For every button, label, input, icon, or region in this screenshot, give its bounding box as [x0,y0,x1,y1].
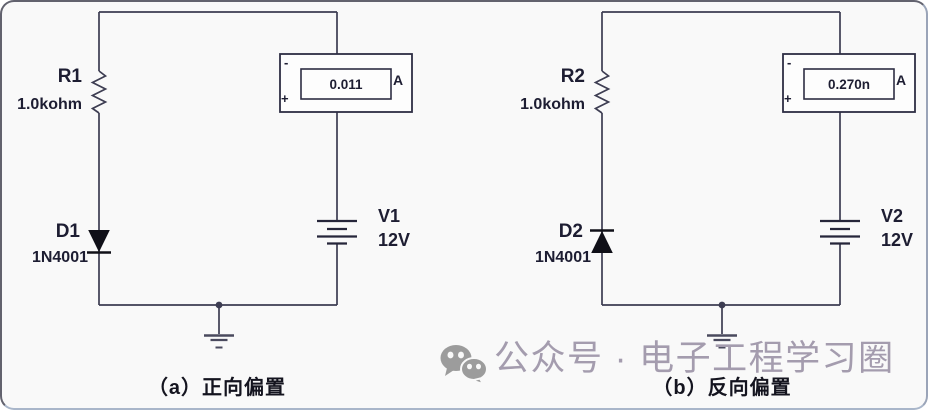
circuit-reverse-bias: R2 1.0kohm D2 1N4001 V2 12V 0.270n A - +… [505,2,926,408]
resistor-value-label: 1.0kohm [520,96,585,113]
ammeter-body [782,53,916,113]
battery-symbol [317,219,357,245]
ammeter-plus-terminal: + [784,91,792,106]
resistor-value-label: 1.0kohm [17,96,82,113]
ammeter-unit-label: A [393,72,404,88]
source-value-label: 12V [881,230,914,250]
resistor-symbol [593,70,611,114]
ground-symbol [707,301,737,349]
ground-symbol [204,301,234,349]
resistor-ref-label: R2 [560,66,585,87]
ammeter-body [279,53,413,113]
diode-ref-label: D1 [55,221,80,242]
resistor-ref-label: R1 [57,66,82,87]
battery-symbol [820,219,860,245]
source-ref-label: V2 [881,206,904,226]
circuit-caption: （b）反向偏置 [652,377,792,399]
source-value-label: 12V [378,230,411,250]
source-ref-label: V1 [378,206,401,226]
ammeter-minus-terminal: - [787,55,792,70]
circuit-b-schematic [590,11,916,349]
resistor-symbol [90,70,108,114]
ammeter-minus-terminal: - [284,55,289,70]
circuit-a-schematic [87,11,413,349]
diode-symbol-down [87,230,111,254]
wechat-icon [440,345,488,385]
ammeter-plus-terminal: + [281,91,289,106]
ammeter-reading: 0.011 [329,76,363,92]
diode-value-label: 1N4001 [31,249,88,266]
ammeter-unit-label: A [896,72,907,88]
diode-symbol-up [590,229,614,253]
circuit-forward-bias: R1 1.0kohm D1 1N4001 V1 12V 0.011 A - + … [2,2,427,408]
circuit-caption: （a）正向偏置 [147,377,287,399]
watermark-text: 公众号 · 电子工程学习圈 [494,339,895,378]
ammeter-reading: 0.270n [827,76,871,92]
diode-value-label: 1N4001 [534,249,591,266]
diode-ref-label: D2 [558,221,583,242]
